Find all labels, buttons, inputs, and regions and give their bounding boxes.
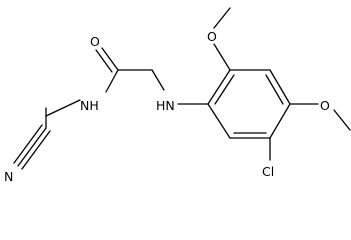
bond-nh-carbonyl xyxy=(105,69,119,93)
benzene-ring xyxy=(207,69,291,139)
bond-o-top-ch3 xyxy=(213,7,231,29)
bond-o-right-ch3 xyxy=(333,109,351,131)
chemical-structure: N NH O HN O O Cl xyxy=(4,7,351,184)
atom-o-methoxy-top: O xyxy=(207,29,217,44)
bond-ch2-nh-amine xyxy=(151,69,165,91)
carbonyl-double-bond xyxy=(95,47,119,73)
bond-ch2-nh-amide xyxy=(45,99,81,117)
atom-o-methoxy-right: O xyxy=(320,98,330,113)
atom-n-cyano: N xyxy=(4,169,13,184)
nitrile-triple-bond xyxy=(13,124,51,170)
atom-o-carbonyl: O xyxy=(90,34,100,49)
atom-nh-amide: NH xyxy=(80,98,99,113)
bond-ring-o-top xyxy=(213,43,231,71)
atom-nh-amine: HN xyxy=(156,98,175,113)
atom-cl: Cl xyxy=(262,164,274,179)
